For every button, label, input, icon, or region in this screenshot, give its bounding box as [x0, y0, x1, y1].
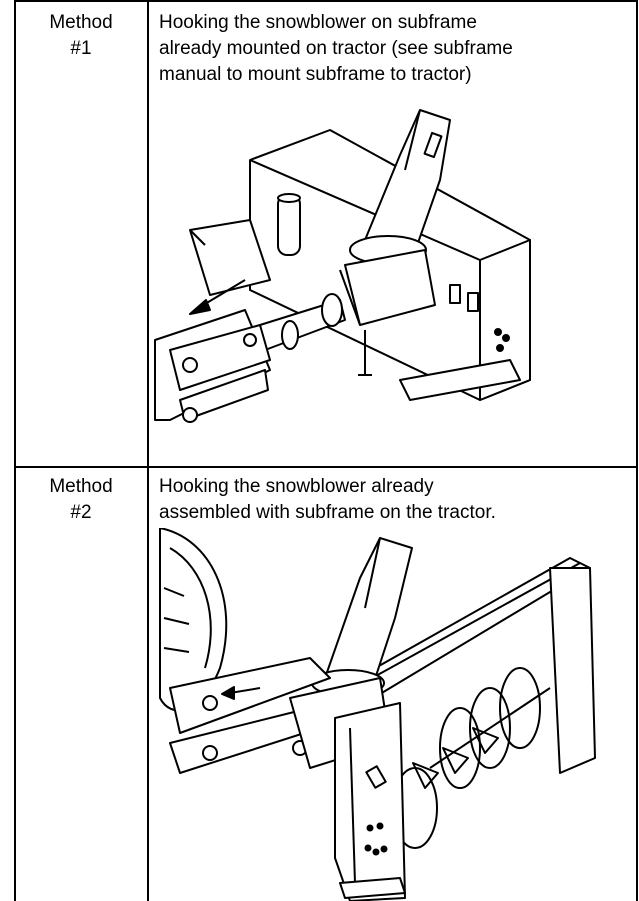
table-row-divider — [14, 466, 638, 468]
method-1-label: Method #1 — [14, 10, 148, 62]
table-column-divider — [147, 0, 149, 901]
method-1-description: Hooking the snowblower on subframe alrea… — [159, 10, 639, 88]
method-1-description-line-3: manual to mount subframe to tractor) — [159, 64, 472, 85]
table-border-right — [636, 0, 638, 901]
snowblower-assembled-drawing — [150, 528, 634, 901]
method-2-description-line-1: Hooking the snowblower already — [159, 476, 434, 497]
method-1-description-line-2: already mounted on tractor (see subframe — [159, 38, 513, 59]
method-2-description-line-2: assembled with subframe on the tractor. — [159, 502, 496, 523]
table-border-top — [14, 0, 638, 2]
method-1-word: Method — [49, 12, 113, 33]
method-1-number: #1 — [70, 38, 92, 59]
method-2-number: #2 — [70, 502, 92, 523]
method-2-description: Hooking the snowblower already assembled… — [159, 474, 639, 526]
method-2-word: Method — [49, 476, 113, 497]
method-table: Method #1 Hooking the snowblower on subf… — [14, 0, 638, 901]
table-border-left — [14, 0, 16, 901]
method-1-description-line-1: Hooking the snowblower on subframe — [159, 12, 477, 33]
snowblower-on-subframe-drawing — [150, 100, 634, 462]
method-2-label: Method #2 — [14, 474, 148, 526]
